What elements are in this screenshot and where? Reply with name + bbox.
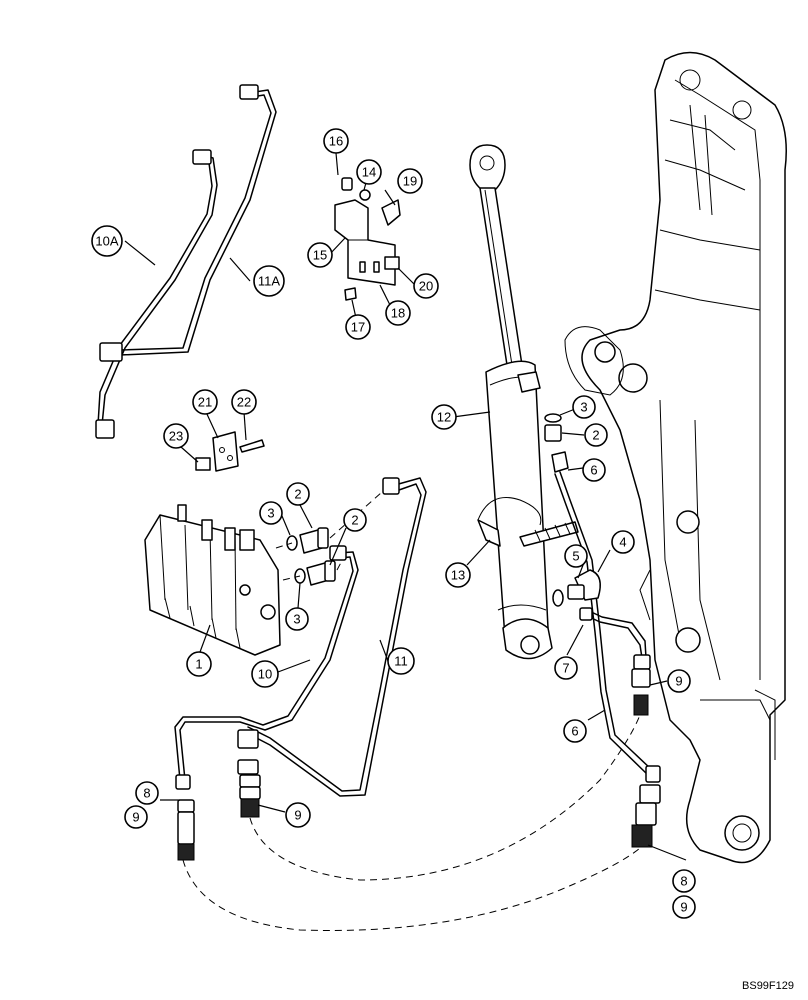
callout-14: 14 [356,159,382,185]
callout-23: 23 [163,423,189,449]
hose-route-dashed [182,847,641,931]
callout-20: 20 [413,273,439,299]
tube-assembly-10-11 [174,477,427,797]
drawing-code: BS99F129 [742,980,794,992]
callout-1: 1 [186,651,212,677]
callout-11a: 11A [253,265,285,297]
loader-arm [564,51,787,864]
svg-text:9: 9 [680,900,687,915]
callout-2-cylinder: 2 [584,423,608,447]
callout-3-valve-lower: 3 [285,607,309,631]
svg-text:1: 1 [195,657,202,672]
callout-3-cylinder: 3 [572,395,596,419]
bracket-assembly [334,177,401,301]
svg-text:2: 2 [351,513,358,528]
small-bracket [195,431,265,472]
callout-6-lower: 6 [563,719,587,743]
leader-lines [124,152,687,861]
svg-text:12: 12 [437,410,451,425]
svg-text:5: 5 [572,549,579,564]
callout-9-right-upper: 9 [667,669,691,693]
callout-9-center: 9 [285,802,311,828]
svg-text:11: 11 [394,654,408,669]
svg-text:18: 18 [391,306,405,321]
callout-2-valve-upper: 2 [286,482,310,506]
svg-text:14: 14 [362,165,376,180]
svg-text:8: 8 [143,786,150,801]
svg-text:3: 3 [293,612,300,627]
callout-8-right: 8 [672,869,696,893]
callout-19: 19 [397,168,423,194]
svg-text:21: 21 [198,395,212,410]
svg-text:4: 4 [619,535,626,550]
callout-17: 17 [345,314,371,340]
callout-13: 13 [445,562,471,588]
callout-12: 12 [431,404,457,430]
callout-10: 10 [251,660,279,688]
svg-text:17: 17 [351,320,365,335]
callout-10a: 10A [91,225,123,257]
svg-text:23: 23 [169,429,183,444]
tube-assembly-6-7 [551,451,661,848]
callout-21: 21 [192,389,218,415]
callout-16: 16 [323,128,349,154]
svg-text:13: 13 [451,568,465,583]
svg-text:2: 2 [294,487,301,502]
svg-text:16: 16 [329,134,343,149]
svg-text:11A: 11A [258,274,280,289]
control-valve [144,504,281,656]
svg-text:10: 10 [258,667,272,682]
callout-4: 4 [611,530,635,554]
cylinder-fittings [544,413,601,607]
svg-text:8: 8 [680,874,687,889]
svg-text:3: 3 [580,400,587,415]
callout-15: 15 [307,242,333,268]
callout-5: 5 [564,544,588,568]
clamp-band [477,497,579,547]
svg-text:15: 15 [313,248,327,263]
callout-6-upper: 6 [582,458,606,482]
callout-9-right-lower: 9 [672,895,696,919]
svg-text:10A: 10A [95,234,118,249]
svg-text:2: 2 [592,428,599,443]
callout-9-left: 9 [124,805,148,829]
svg-text:6: 6 [590,463,597,478]
svg-text:9: 9 [294,808,301,823]
svg-text:6: 6 [571,724,578,739]
callouts: 10A 11A 16 14 19 15 20 17 18 21 22 23 12… [91,128,696,919]
svg-text:19: 19 [403,174,417,189]
svg-text:20: 20 [419,279,433,294]
svg-text:9: 9 [132,810,139,825]
svg-text:7: 7 [562,661,569,676]
callout-8-left: 8 [135,781,159,805]
callout-3-valve-upper: 3 [259,501,283,525]
valve-fittings [275,484,391,586]
svg-text:3: 3 [267,506,274,521]
tube-assembly-10a-11a [95,84,277,439]
callout-7: 7 [554,656,578,680]
hydraulic-cylinder [469,144,553,660]
svg-text:22: 22 [237,395,251,410]
callout-22: 22 [231,389,257,415]
callout-11: 11 [387,647,415,675]
callout-18: 18 [385,300,411,326]
hose-route-dashed-2 [249,714,641,881]
svg-text:9: 9 [675,674,682,689]
hose-left [177,774,261,861]
callout-2-valve-lower: 2 [343,508,367,532]
